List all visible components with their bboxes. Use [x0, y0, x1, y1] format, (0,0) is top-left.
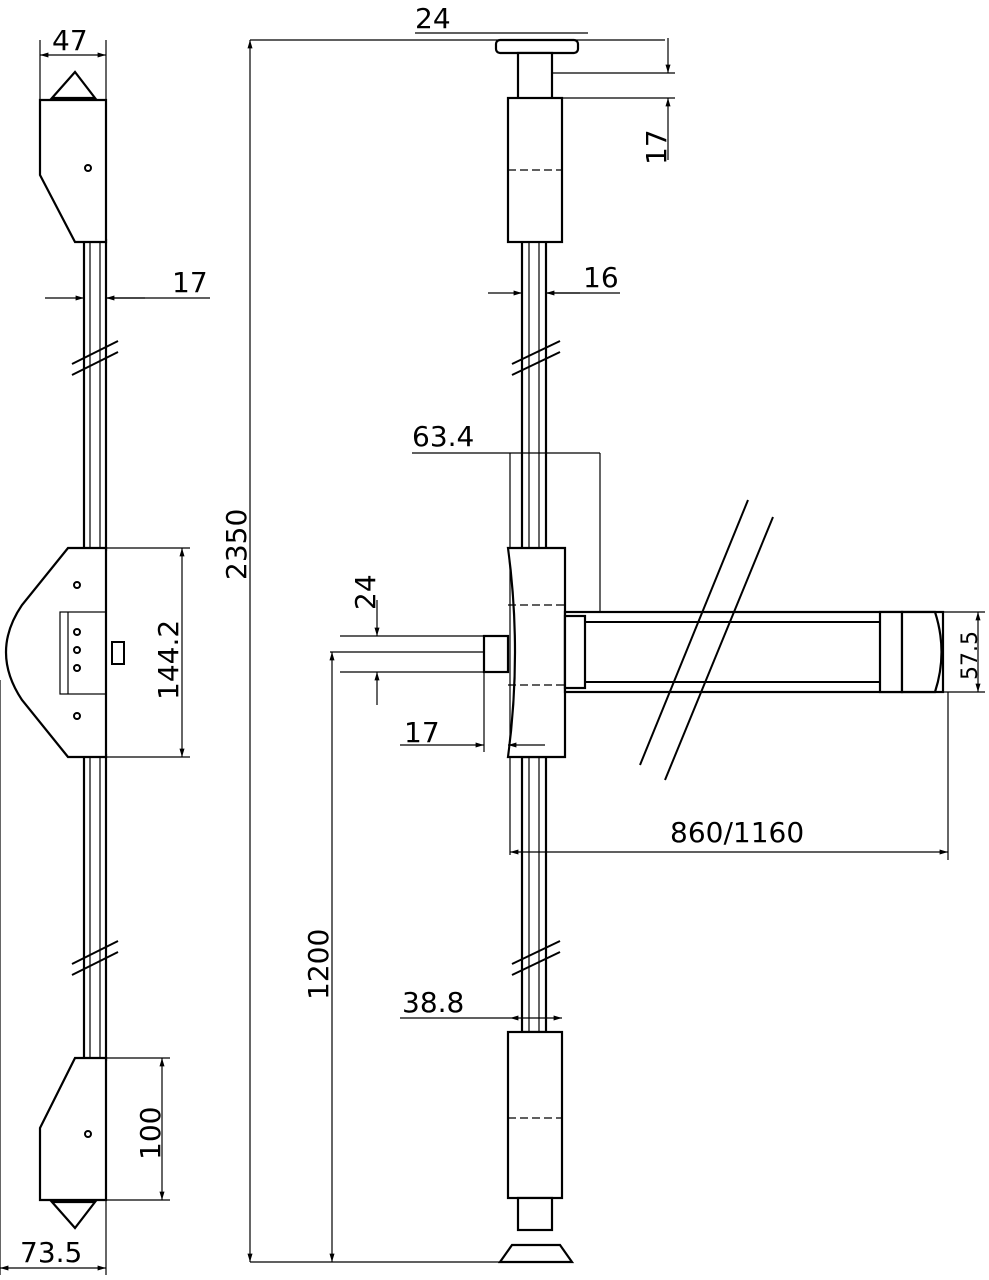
dim-front-case-width: 63.4	[412, 420, 474, 453]
front-view: 2350 17 24 16 63.4 24 17	[220, 2, 985, 1264]
break-mark	[639, 499, 749, 766]
front-top-latch	[506, 96, 564, 244]
front-rod-lower	[520, 755, 548, 1034]
dim-front-handle-offset: 24	[349, 574, 382, 610]
dim-front-top-width: 24	[415, 2, 451, 35]
dim-front-bottom-width: 38.8	[402, 986, 464, 1019]
side-bottom-latch	[38, 1056, 108, 1202]
dim-bar-length: 860/1160	[670, 816, 804, 849]
dim-front-rod: 16	[583, 261, 619, 294]
side-rod-upper	[82, 238, 108, 552]
floor-strike	[497, 1243, 575, 1264]
dim-side-rod: 17	[172, 266, 208, 299]
front-case	[506, 546, 567, 759]
top-strike	[494, 38, 580, 55]
side-case	[5, 546, 108, 759]
break-mark	[71, 351, 119, 376]
dim-side-case-height: 144.2	[152, 620, 185, 700]
side-top-latch	[38, 98, 108, 244]
dim-side-depth: 73.5	[20, 1236, 82, 1269]
dim-side-bottom-latch: 100	[134, 1107, 167, 1160]
dim-handle-height: 1200	[302, 929, 335, 1000]
side-rod-lower	[82, 753, 108, 1062]
side-view: 47 17 144.2 100 73.5	[0, 24, 210, 1275]
front-rod-upper	[520, 238, 548, 552]
front-bottom-latch	[506, 1030, 564, 1200]
dim-bar-height: 57.5	[958, 631, 983, 680]
dim-side-width-top: 47	[52, 24, 88, 57]
dim-front-top-offset: 17	[640, 129, 673, 165]
dim-overall-height: 2350	[220, 509, 253, 580]
dim-front-handle-depth: 17	[404, 716, 440, 749]
